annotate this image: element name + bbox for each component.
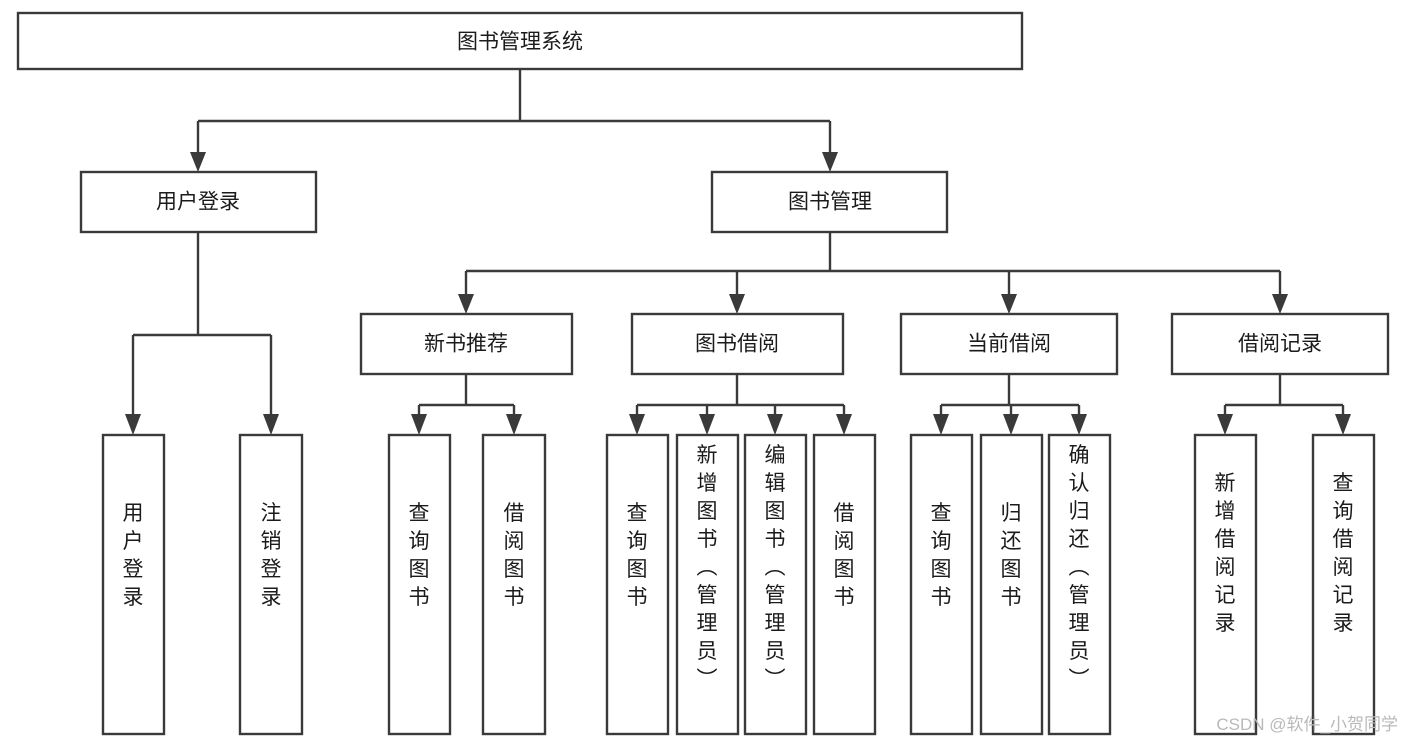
node-leaf-add-book-box[interactable] [675, 433, 740, 736]
node-leaf-borrow-book[interactable]: 借阅图书 [812, 433, 877, 736]
arrow-head-leaf-add-record [1217, 414, 1233, 435]
node-user-login-label: 用户登录 [156, 191, 240, 214]
node-leaf-borrow-book-rec-box[interactable] [481, 433, 547, 736]
node-borrow-record[interactable]: 借阅记录 [1170, 312, 1390, 376]
node-borrow-record-label: 借阅记录 [1238, 333, 1322, 356]
arrow-head-book-borrow [729, 294, 745, 314]
node-root-box[interactable] [16, 11, 1024, 71]
node-leaf-add-book[interactable]: 新增图书︵管理员︶ [675, 433, 740, 736]
arrow-head-borrow-record [1272, 294, 1288, 314]
node-leaf-borrow-book-rec-label: 借阅图书 [504, 502, 525, 609]
node-leaf-confirm-return-label: 确认归还︵管理员︶ [1069, 444, 1090, 691]
node-leaf-user-logout-box[interactable] [238, 433, 304, 736]
node-book-borrow-box[interactable] [630, 312, 845, 376]
node-leaf-query-book-current-label: 查询图书 [931, 502, 952, 609]
arrow-head-leaf-query-book-rec [411, 414, 427, 435]
node-leaf-query-book-borrow-box[interactable] [605, 433, 670, 736]
arrow-head-leaf-add-book [699, 414, 715, 435]
node-leaf-query-book-borrow[interactable]: 查询图书 [605, 433, 670, 736]
node-leaf-user-login[interactable]: 用户登录 [101, 433, 166, 736]
node-new-book-recommend[interactable]: 新书推荐 [359, 312, 574, 376]
node-current-borrow-label: 当前借阅 [967, 333, 1051, 356]
node-leaf-borrow-book-rec[interactable]: 借阅图书 [481, 433, 547, 736]
node-leaf-edit-book-box[interactable] [743, 433, 808, 736]
connector-layer [125, 69, 1351, 435]
node-leaf-query-book-current[interactable]: 查询图书 [909, 433, 974, 736]
node-leaf-return-book[interactable]: 归还图书 [979, 433, 1044, 736]
node-leaf-edit-book-label: 编辑图书︵管理员︶ [765, 444, 786, 691]
node-leaf-confirm-return[interactable]: 确认归还︵管理员︶ [1047, 433, 1112, 736]
arrow-head-leaf-edit-book [767, 414, 783, 435]
node-leaf-confirm-return-box[interactable] [1047, 433, 1112, 736]
arrow-head-current-borrow [1001, 294, 1017, 314]
arrow-head-leaf-query-record [1335, 414, 1351, 435]
node-leaf-query-record-label: 查询借阅记录 [1333, 472, 1354, 635]
node-user-login[interactable]: 用户登录 [79, 170, 318, 234]
arrow-head-leaf-user-logout [263, 414, 279, 435]
node-leaf-return-book-label: 归还图书 [1001, 502, 1022, 609]
node-leaf-query-book-rec-box[interactable] [387, 433, 452, 736]
node-leaf-return-book-box[interactable] [979, 433, 1044, 736]
node-user-login-box[interactable] [79, 170, 318, 234]
node-leaf-add-book-label: 新增图书︵管理员︶ [697, 444, 718, 691]
node-book-manage-box[interactable] [710, 170, 949, 234]
arrow-head-leaf-borrow-book [836, 414, 852, 435]
node-leaf-user-login-label: 用户登录 [123, 502, 144, 609]
node-leaf-query-book-rec[interactable]: 查询图书 [387, 433, 452, 736]
node-new-book-recommend-box[interactable] [359, 312, 574, 376]
arrow-head-leaf-user-login [125, 414, 141, 435]
node-current-borrow[interactable]: 当前借阅 [899, 312, 1119, 376]
node-leaf-query-record-box[interactable] [1311, 433, 1376, 736]
node-leaf-edit-book[interactable]: 编辑图书︵管理员︶ [743, 433, 808, 736]
arrow-head-book-manage [822, 152, 838, 172]
node-leaf-user-logout-label: 注销登录 [261, 502, 282, 609]
arrow-head-new-book-recommend [458, 294, 474, 314]
node-leaf-add-record-box[interactable] [1193, 433, 1258, 736]
arrow-head-user-login [190, 152, 206, 172]
node-leaf-borrow-book-label: 借阅图书 [834, 502, 855, 609]
node-leaf-user-login-box[interactable] [101, 433, 166, 736]
arrow-head-leaf-confirm-return [1071, 414, 1087, 435]
node-book-borrow-label: 图书借阅 [695, 333, 779, 356]
node-leaf-user-logout[interactable]: 注销登录 [238, 433, 304, 736]
node-root[interactable]: 图书管理系统 [16, 11, 1024, 71]
node-leaf-add-record-label: 新增借阅记录 [1215, 472, 1236, 635]
node-book-manage-label: 图书管理 [788, 191, 872, 214]
arrow-head-leaf-borrow-book-rec [506, 414, 522, 435]
node-leaf-query-book-current-box[interactable] [909, 433, 974, 736]
node-leaf-add-record[interactable]: 新增借阅记录 [1193, 433, 1258, 736]
node-leaf-query-record[interactable]: 查询借阅记录 [1311, 433, 1376, 736]
node-leaf-borrow-book-box[interactable] [812, 433, 877, 736]
node-new-book-recommend-label: 新书推荐 [424, 333, 508, 356]
node-leaf-query-book-borrow-label: 查询图书 [627, 502, 648, 609]
arrow-head-leaf-query-book-current [933, 414, 949, 435]
node-borrow-record-box[interactable] [1170, 312, 1390, 376]
csdn-watermark: CSDN @软件_小贺同学 [1216, 715, 1398, 734]
node-book-borrow[interactable]: 图书借阅 [630, 312, 845, 376]
arrow-head-leaf-return-book [1003, 414, 1019, 435]
node-book-manage[interactable]: 图书管理 [710, 170, 949, 234]
node-leaf-query-book-rec-label: 查询图书 [409, 502, 430, 609]
arrow-head-leaf-query-book-borrow [629, 414, 645, 435]
node-root-label: 图书管理系统 [457, 31, 583, 54]
node-current-borrow-box[interactable] [899, 312, 1119, 376]
